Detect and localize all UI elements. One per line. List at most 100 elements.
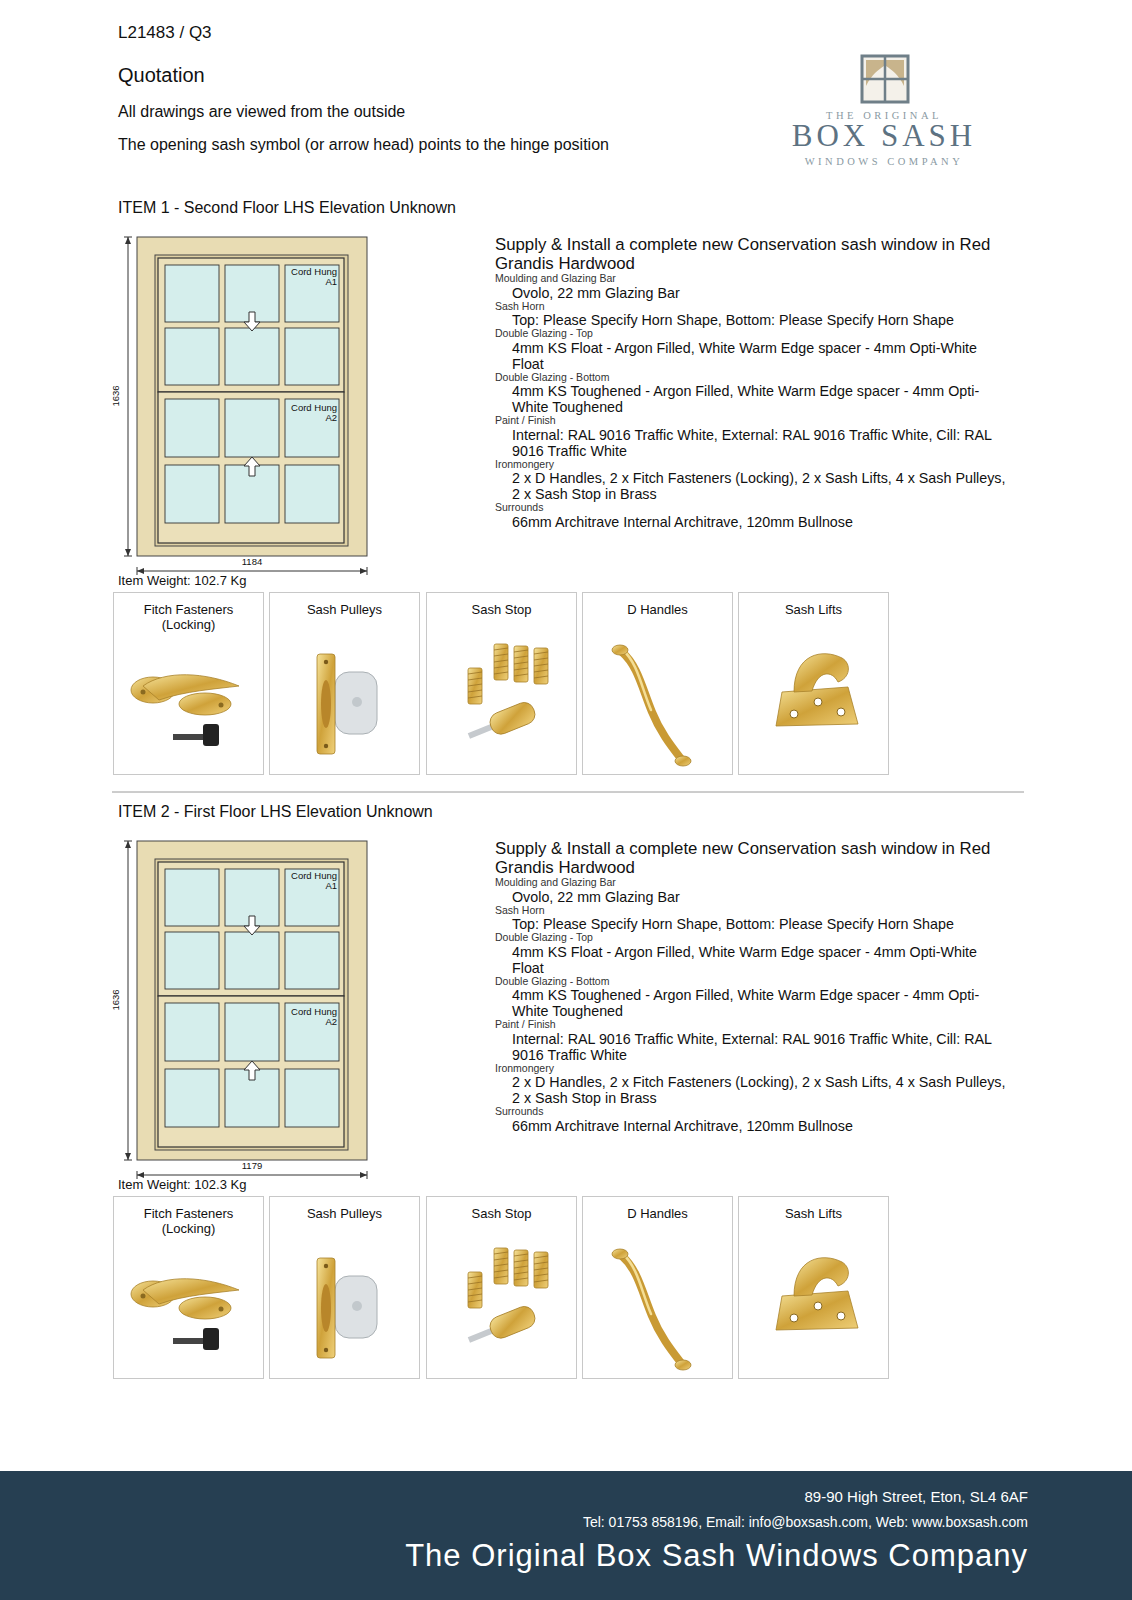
dimension-arrowhead (125, 1153, 131, 1160)
stop-insert (468, 1272, 482, 1308)
footer-band: 89-90 High Street, Eton, SL4 6AFTel: 017… (0, 1471, 1132, 1600)
key-head (203, 724, 219, 746)
hardware-photo (465, 1248, 548, 1350)
stop-insert (468, 668, 482, 704)
spec-heading: Moulding and Glazing Bar (495, 877, 1007, 889)
sash-label: Cord Hung A2 (285, 1007, 337, 1027)
pulley-housing (335, 672, 377, 734)
thread (468, 672, 482, 674)
spec-title: Supply & Install a complete new Conserva… (495, 235, 1007, 273)
stop-bolt (465, 700, 538, 747)
lift-hook (794, 1258, 848, 1296)
hardware-name: D Handles (595, 602, 720, 617)
thread (534, 670, 548, 672)
stop-rod (468, 723, 494, 738)
logo-text: WINDOWS COMPANY (734, 155, 1034, 168)
spec-value: 4mm KS Float - Argon Filled, White Warm … (495, 340, 1007, 372)
spec-value: Ovolo, 22 mm Glazing Bar (495, 285, 1007, 301)
separator-line (112, 792, 1024, 793)
stop-insert (514, 1250, 528, 1286)
hardware-name: Sash Pulleys (282, 1206, 407, 1221)
item-weight: Item Weight: 102.7 Kg (118, 573, 246, 589)
spec-value: Internal: RAL 9016 Traffic White, Extern… (495, 427, 1007, 459)
logo-icon (862, 56, 908, 102)
screw (219, 1307, 224, 1312)
key-head (203, 1328, 219, 1350)
dimension-line (137, 571, 367, 572)
hardware-photo (776, 1258, 858, 1330)
glass-pane (285, 1003, 339, 1061)
hardware-name: Sash Stop (439, 602, 564, 617)
opening-arrow (244, 457, 260, 476)
glass-pane (165, 1069, 219, 1127)
lift-plate (776, 1291, 858, 1330)
glass-pane (285, 328, 339, 385)
item-heading: ITEM 1 - Second Floor LHS Elevation Unkn… (118, 198, 456, 217)
spec-heading: Double Glazing - Bottom (495, 976, 1007, 988)
screw (324, 660, 328, 664)
hardware-box: D Handles (582, 1196, 733, 1379)
thread (514, 1266, 528, 1268)
glass-pane (165, 399, 219, 457)
key-shaft (173, 1338, 205, 1344)
stop-insert (534, 648, 548, 684)
thread (468, 1288, 482, 1290)
screw-hole (837, 1312, 845, 1320)
hardware-photo (776, 654, 858, 726)
handle-end (612, 1249, 628, 1259)
handle-highlight (623, 650, 651, 710)
sash-label: Cord Hung A1 (285, 267, 337, 287)
hardware-name: Fitch Fasteners (Locking) (126, 602, 251, 632)
stop-insert (534, 1252, 548, 1288)
sash (158, 392, 344, 543)
thread (494, 672, 508, 674)
spec-value: 2 x D Handles, 2 x Fitch Fasteners (Lock… (495, 1074, 1007, 1106)
hardware-photo (612, 645, 691, 766)
spec-value: 66mm Architrave Internal Architrave, 120… (495, 1118, 1007, 1134)
logo-bar (863, 78, 907, 81)
spec-block: Supply & Install a complete new Conserva… (495, 235, 1007, 530)
sash-label: Cord Hung A2 (285, 403, 337, 423)
opening-arrow (244, 312, 260, 331)
hardware-box: Sash Stop (426, 1196, 577, 1379)
hardware-name: Sash Lifts (751, 1206, 876, 1221)
pulley-wheel (321, 680, 331, 728)
glass-pane (165, 932, 219, 989)
window-box (155, 859, 348, 1150)
fastener-catch (179, 1297, 231, 1319)
thread (514, 668, 528, 670)
spec-value: 4mm KS Toughened - Argon Filled, White W… (495, 987, 1007, 1019)
document-title: Quotation (118, 63, 205, 87)
spec-heading: Ironmongery (495, 459, 1007, 471)
thread (468, 1294, 482, 1296)
spec-value: Top: Please Specify Horn Shape, Bottom: … (495, 312, 1007, 328)
logo-frame (862, 56, 908, 102)
stop-insert (494, 1248, 508, 1284)
stop-insert (514, 646, 528, 682)
logo-curtain (886, 60, 904, 86)
quote-reference: L21483 / Q3 (118, 23, 212, 43)
screw (141, 690, 146, 695)
thread (468, 1276, 482, 1278)
thread (534, 1262, 548, 1264)
opening-arrow (244, 916, 260, 935)
sash (158, 258, 344, 392)
hardware-photo (612, 1249, 691, 1370)
glass-pane (225, 328, 279, 385)
glass-pane (225, 932, 279, 989)
screw-hole (790, 710, 798, 718)
lift-plate (776, 687, 858, 726)
spec-heading: Ironmongery (495, 1063, 1007, 1075)
logo-curtain (866, 60, 884, 86)
glass-pane (225, 399, 279, 457)
handle-end (675, 756, 691, 766)
hardware-name: Sash Pulleys (282, 602, 407, 617)
thread (494, 1276, 508, 1278)
window-frame (137, 841, 367, 1160)
hardware-photo (131, 1279, 239, 1350)
spec-value: 4mm KS Toughened - Argon Filled, White W… (495, 383, 1007, 415)
dimension-label: 1184 (222, 556, 282, 568)
sash-window-drawing (124, 237, 367, 575)
pulley-wheel (321, 1284, 331, 1332)
